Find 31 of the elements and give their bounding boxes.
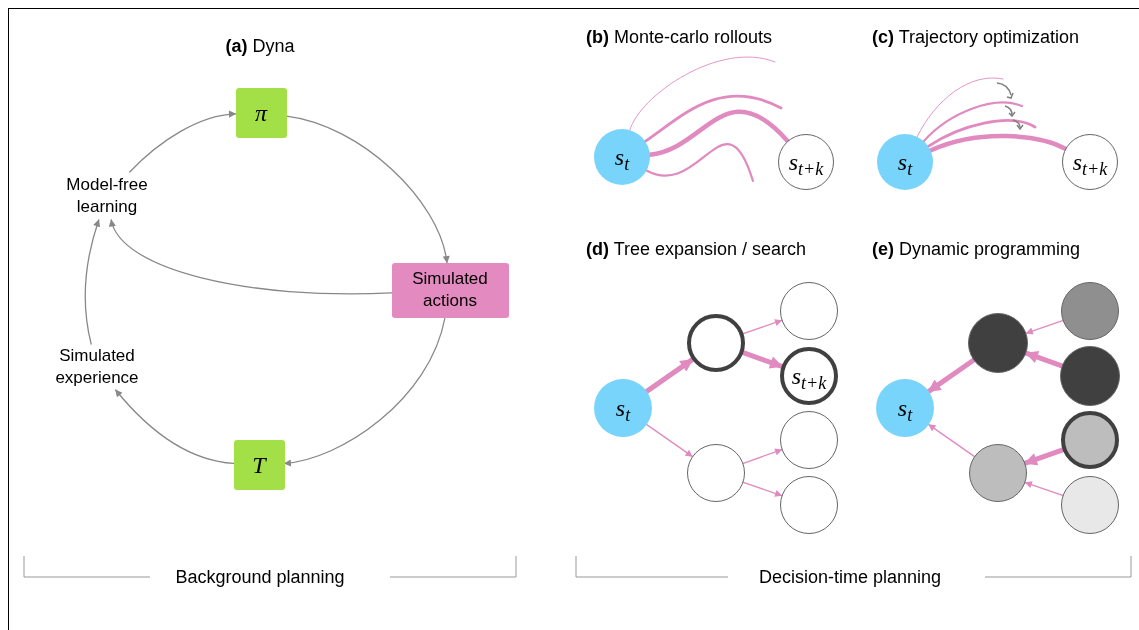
rollout-curve [922,101,1024,143]
model-box: T [233,440,285,490]
arrow [926,357,976,394]
arrow [928,423,975,458]
arrow [1023,350,1065,369]
rollout-curve [916,77,1004,138]
panel-title: (d) Tree expansion / search [586,238,808,261]
panel-title: (b) Monte-carlo rollouts [586,26,774,49]
arrow [115,389,235,465]
arrow [644,357,695,394]
process-label: Simulated experience [42,344,152,390]
arrow [129,110,237,173]
arrow [84,219,101,345]
process-label: Model-free learning [55,172,159,220]
bracket-label: Background planning [174,566,346,589]
bracket-label: Decision-time planning [757,566,943,589]
rollout-curve [643,94,783,143]
rollout-curve [629,56,776,131]
trajectory-curve [928,133,1068,153]
arrow [646,423,693,458]
panel-title: (e) Dynamic programming [872,238,1082,261]
panel-title: (c) Trajectory optimization [872,26,1081,49]
arrow [283,316,446,467]
trajectory-curve [647,109,790,157]
rollout-curve [926,119,1037,148]
panel-title: (a) Dyna [224,35,296,58]
arrow [285,115,450,264]
arrow [110,219,393,295]
process-box: Simulated actions [391,262,509,318]
policy-box: π [235,88,287,138]
rollout-curve [645,143,755,183]
